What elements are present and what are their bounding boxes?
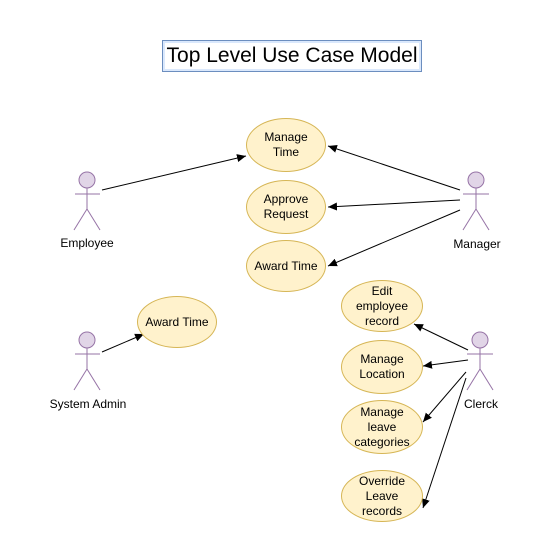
actor-employee-label: Employee: [60, 236, 114, 250]
usecase-award-time-manager[interactable]: Award Time: [246, 240, 326, 292]
usecase-approve-request[interactable]: Approve Request: [246, 180, 326, 234]
edge-clerck-edit-employee: [413, 323, 469, 351]
actor-manager-label: Manager: [453, 237, 501, 251]
edge-clerck-manage-location: [422, 359, 469, 369]
usecase-override-leave-records[interactable]: Override Leave records: [341, 470, 423, 522]
edge-manager-approve-request: [327, 199, 461, 211]
actor-employee-icon[interactable]: [73, 171, 101, 231]
usecase-manage-location[interactable]: Manage Location: [341, 340, 423, 394]
actor-clerck-icon[interactable]: [466, 331, 494, 391]
edge-manager-award-time: [327, 209, 461, 267]
edge-clerck-manage-leave: [422, 371, 467, 423]
usecase-manage-time[interactable]: Manage Time: [246, 118, 326, 172]
actor-system-admin-icon[interactable]: [73, 331, 101, 391]
actor-clerck-label: Clerck: [463, 397, 499, 411]
usecase-award-time-admin[interactable]: Award Time: [137, 296, 217, 348]
edge-clerck-override-leave: [422, 377, 467, 509]
edge-employee-manage-time: [101, 154, 247, 191]
actor-manager-icon[interactable]: [462, 171, 490, 231]
actor-system-admin-label: System Admin: [49, 397, 127, 411]
usecase-edit-employee-record[interactable]: Edit employee record: [341, 280, 423, 332]
diagram-title: Top Level Use Case Model: [162, 40, 422, 72]
usecase-manage-leave-categories[interactable]: Manage leave categories: [341, 400, 423, 454]
edge-admin-award-time: [101, 333, 145, 353]
edge-manager-manage-time: [327, 145, 461, 191]
